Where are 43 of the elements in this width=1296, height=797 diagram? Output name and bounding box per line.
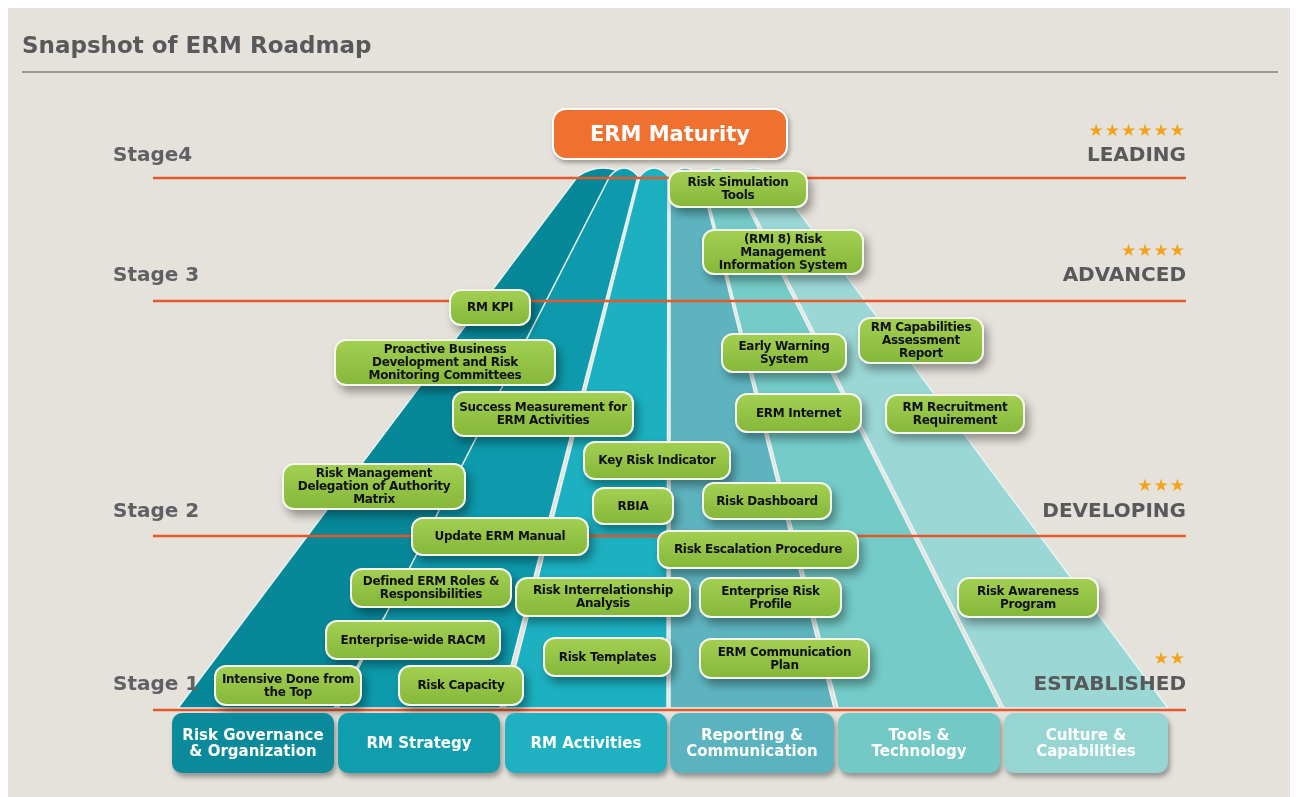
initiative-box: Update ERM Manual [411,517,589,556]
initiative-box: Early Warning System [721,333,847,373]
initiative-box: Risk Escalation Procedure [657,530,859,569]
initiative-box: Risk Templates [543,637,672,677]
star-rating: ★★★★★★ [1088,120,1186,140]
initiative-box: Proactive Business Development and Risk Monitoring Committees [334,339,556,386]
initiative-box: Risk Awareness Program [957,577,1099,618]
stage-label: Stage 3 [113,262,200,286]
category-box: Risk Governance & Organization [172,713,334,773]
stage-label: Stage 2 [113,498,200,522]
star-rating: ★★ [1153,648,1186,668]
initiative-box: ERM Internet [735,393,862,433]
initiative-box: (RMI 8) Risk Management Information System [702,229,864,275]
initiative-box: Risk Capacity [398,665,524,706]
initiative-box: ERM Communication Plan [699,638,870,679]
initiative-box: RM Recruitment Requirement [885,394,1025,434]
initiative-box: Defined ERM Roles & Responsibilities [350,568,512,608]
maturity-level-label: DEVELOPING [1042,498,1186,522]
diagram-title: Snapshot of ERM Roadmap [22,32,372,58]
category-box: Reporting & Communication [670,713,834,773]
initiative-box: RM Capabilities Assessment Report [858,317,984,364]
star-rating: ★★★★ [1121,240,1186,260]
initiative-box: RM KPI [449,289,531,326]
star-rating: ★★★ [1137,475,1186,495]
initiative-box: RBIA [592,487,674,525]
initiative-box: Risk Interrelationship Analysis [515,577,691,617]
initiative-box: Risk Management Delegation of Authority Matrix [282,463,466,510]
initiative-box: Success Measurement for ERM Activities [452,391,634,437]
title-box: ERM Maturity [552,108,788,160]
category-box: RM Activities [505,713,667,773]
stage-label: Stage 1 [113,671,200,695]
maturity-level-label: LEADING [1086,142,1186,166]
initiative-box: Key Risk Indicator [583,441,731,480]
initiative-box: Intensive Done from the Top [214,665,362,706]
initiative-box: Risk Dashboard [702,482,832,520]
category-box: Tools & Technology [838,713,1000,773]
initiative-box: Risk Simulation Tools [668,170,808,208]
initiative-box: Enterprise Risk Profile [699,577,842,618]
category-box: Culture & Capabilities [1004,713,1168,773]
stage-label: Stage4 [113,142,193,166]
initiative-box: Enterprise-wide RACM [325,620,501,660]
category-box: RM Strategy [338,713,500,773]
maturity-level-label: ADVANCED [1062,262,1186,286]
